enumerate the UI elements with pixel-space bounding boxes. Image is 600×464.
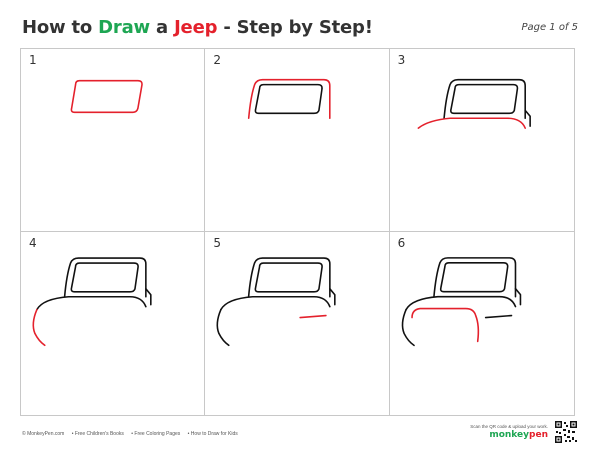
footer-link-copyright[interactable]: © MonkeyPen.com	[22, 431, 65, 437]
page-title: How to Draw a Jeep - Step by Step!	[22, 17, 373, 38]
title-part3: - Step by Step!	[217, 17, 373, 38]
step-cell-4: 4	[21, 232, 206, 415]
monkeypen-logo: monkeypen	[489, 430, 548, 440]
title-part1: How to	[22, 17, 99, 38]
step-cell-5: 5	[205, 232, 390, 415]
title-jeep: Jeep	[174, 17, 218, 38]
footer-links: © MonkeyPen.com • Free Children's Books …	[22, 431, 244, 437]
scan-instruction: Scan the QR code & upload your work.	[470, 424, 548, 429]
step-cell-3: 3	[389, 49, 574, 232]
step-number: 2	[213, 53, 221, 67]
step-number: 4	[29, 236, 37, 250]
step-5-drawing	[216, 257, 336, 347]
steps-grid: 1 2 3 4 5	[20, 48, 575, 416]
step-number: 1	[29, 53, 37, 67]
step-cell-1: 1	[21, 49, 206, 232]
footer-link-coloring[interactable]: • Free Coloring Pages	[131, 431, 181, 437]
qr-code-icon[interactable]	[554, 420, 578, 444]
step-cell-6: 6	[390, 232, 574, 415]
step-number: 3	[397, 53, 406, 67]
page-indicator: Page 1 of 5	[521, 22, 578, 33]
title-draw: Draw	[98, 17, 150, 38]
step-1-drawing	[70, 79, 143, 114]
step-number: 5	[213, 236, 221, 250]
step-3-drawing	[417, 78, 531, 129]
footer-link-how-to-draw[interactable]: • How to Draw for Kids	[187, 431, 238, 437]
step-cell-2: 2	[205, 49, 390, 232]
step-6-drawing	[401, 257, 521, 347]
step-2-drawing	[248, 78, 331, 120]
step-number: 6	[397, 236, 406, 250]
footer-link-books[interactable]: • Free Children's Books	[71, 431, 124, 437]
title-part2: a	[149, 17, 175, 38]
step-4-drawing	[32, 257, 152, 347]
